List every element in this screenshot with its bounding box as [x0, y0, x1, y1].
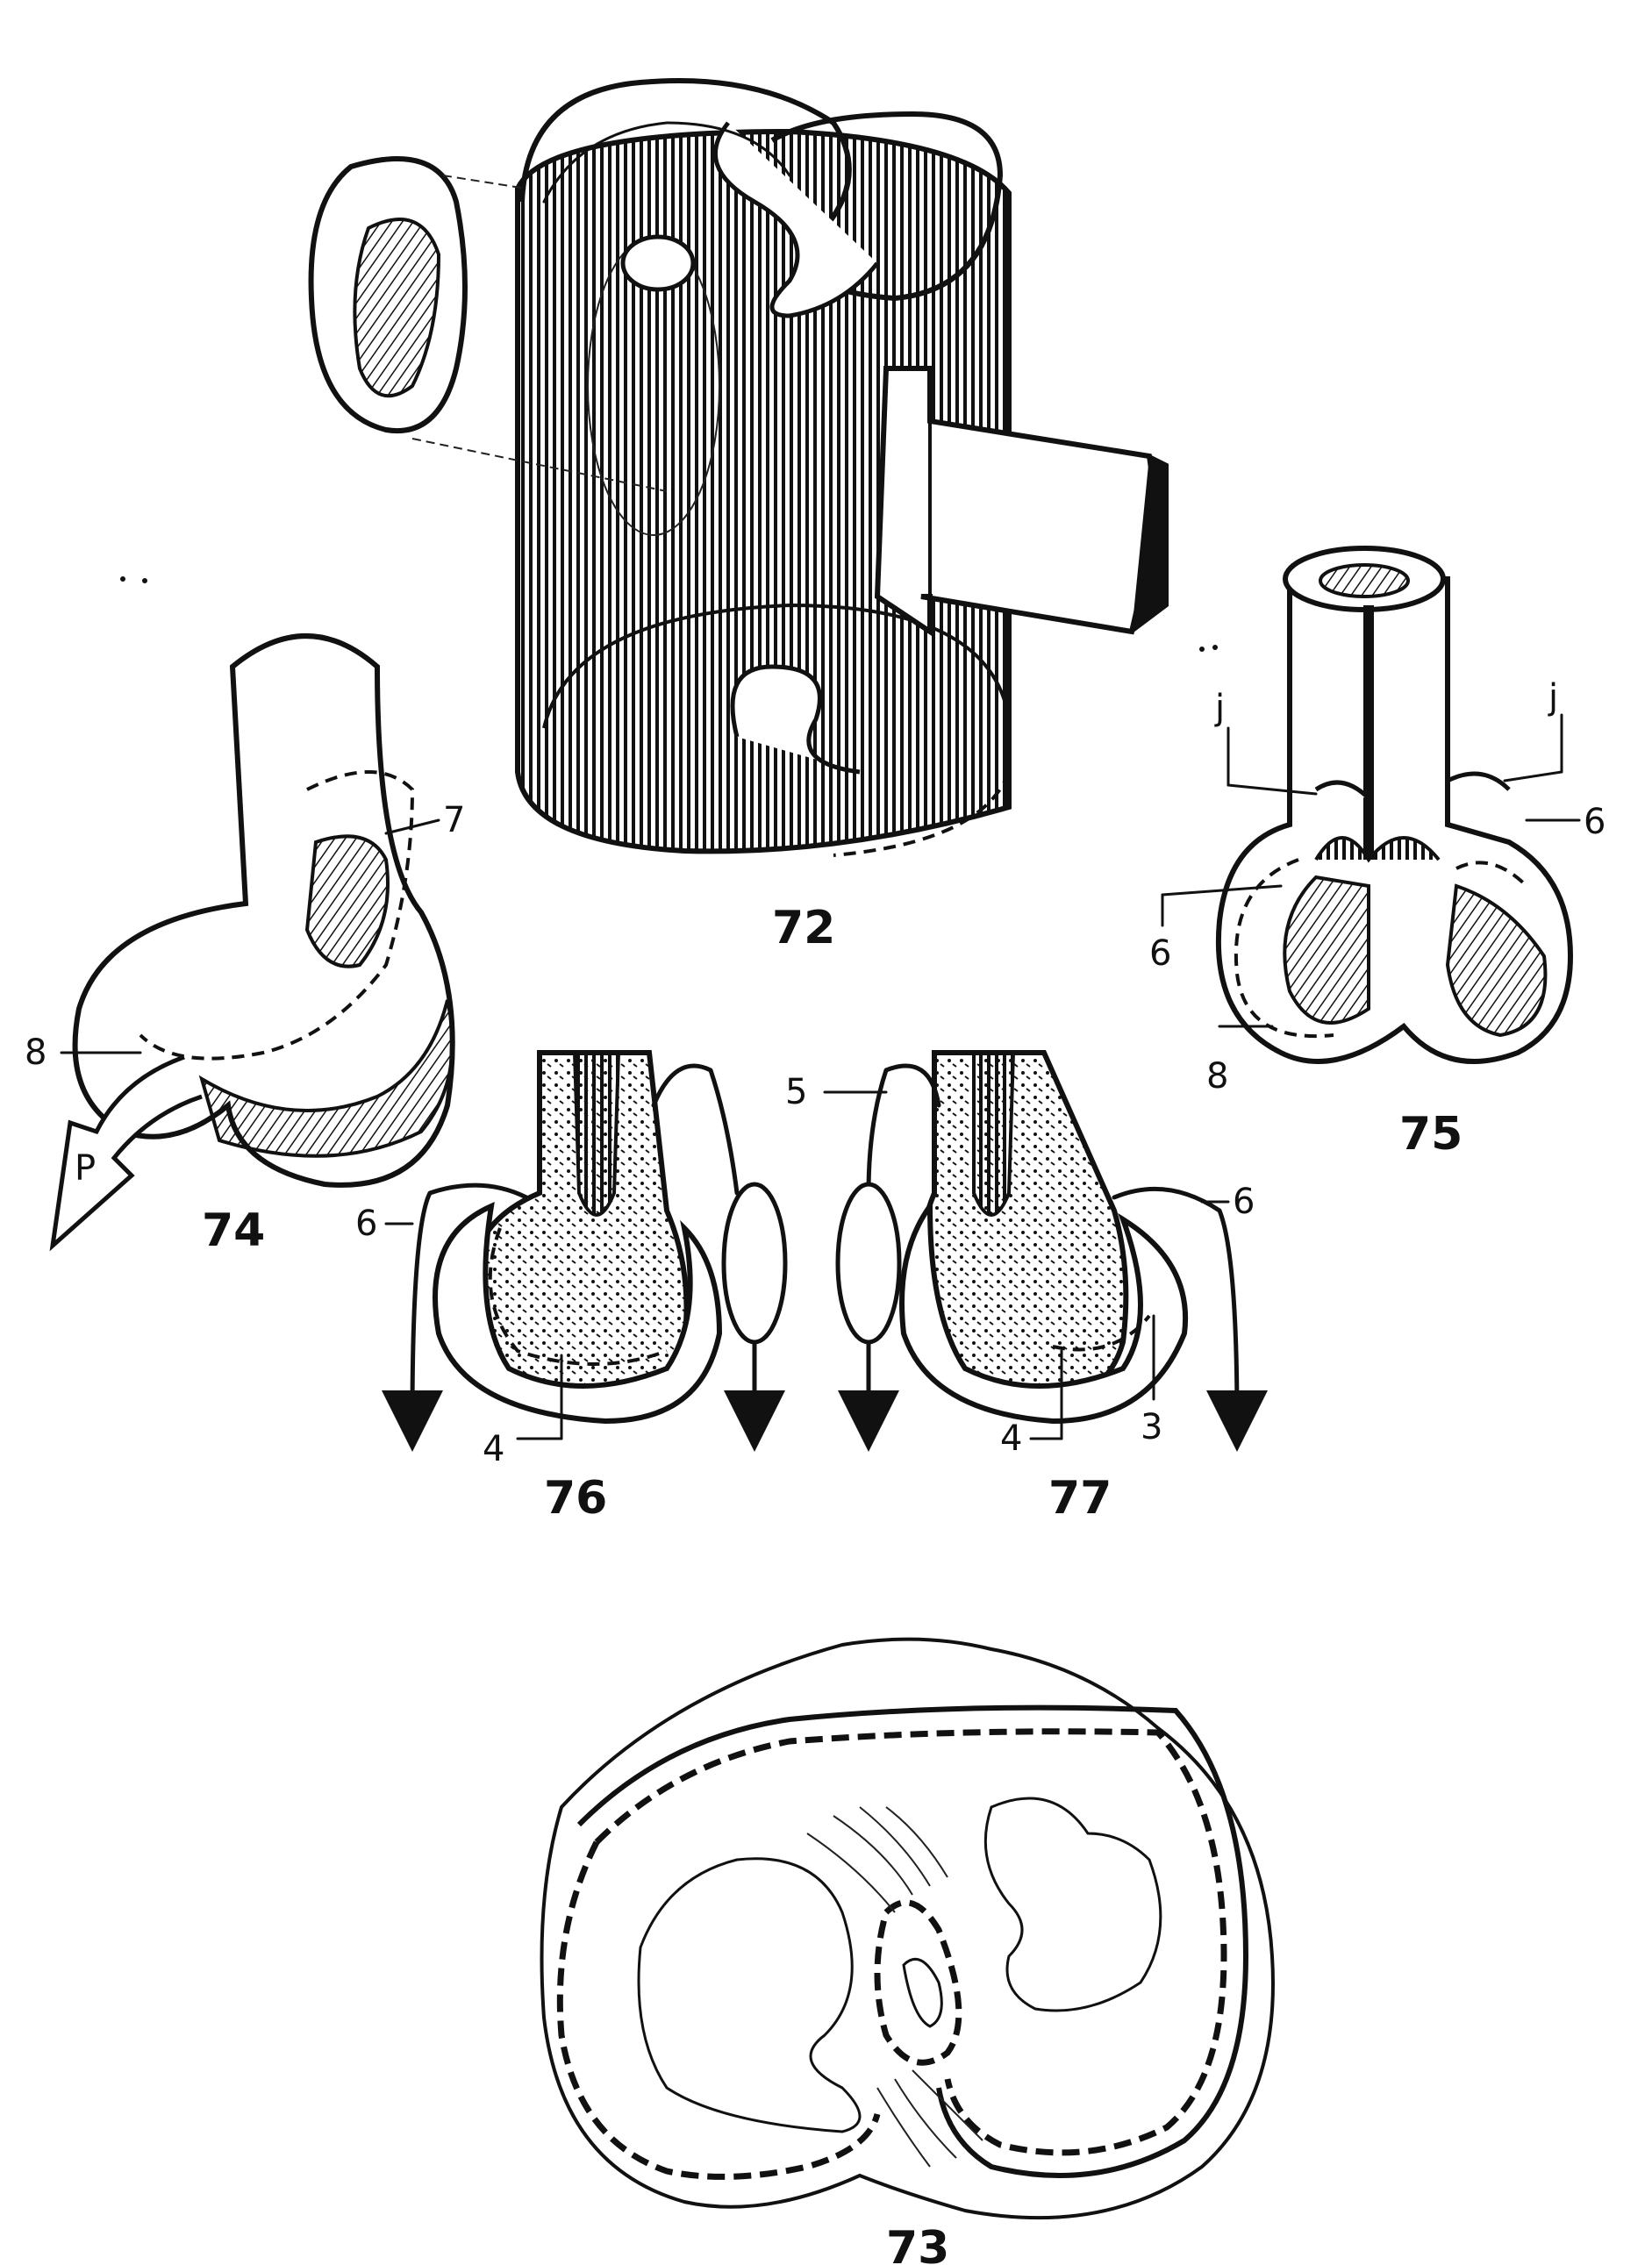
figure-number-77: 77 [1048, 1472, 1112, 1525]
label-5: 5 [785, 1072, 807, 1112]
label-6-fig76: 6 [355, 1204, 377, 1244]
medial-meniscus-rim [576, 1704, 1249, 2178]
label-8-fig74: 8 [25, 1032, 46, 1073]
meniscus-76 [433, 1202, 723, 1425]
label-4-fig77: 4 [1000, 1418, 1022, 1459]
figure-72-cylinder-model: 72 [308, 78, 1169, 954]
figure-74-condyle: P 7 8 74 [25, 633, 465, 1257]
figure-76-sagittal-section: 6 4 76 [355, 1050, 788, 1525]
figure-number-76: 76 [544, 1472, 607, 1525]
label-4-fig76: 4 [483, 1429, 504, 1469]
cylinder-bottom-opening [542, 603, 1011, 729]
arrow-p [49, 1054, 203, 1252]
label-j-right: j [1548, 677, 1558, 718]
meniscus-77 [899, 1197, 1189, 1425]
figure-77-sagittal-section: 5 6 4 3 77 [785, 1050, 1268, 1525]
figure-number-72: 72 [772, 902, 835, 954]
label-j-left: j [1214, 688, 1225, 728]
figure-75-posterior-condyles: j j 6 6 8 75 [1149, 546, 1606, 1161]
figure-number-73: 73 [886, 2222, 949, 2265]
scan-specks [120, 576, 1218, 652]
label-6-right: 6 [1584, 802, 1606, 842]
cylinder-body [515, 128, 1012, 854]
label-6-left: 6 [1149, 933, 1171, 974]
lateral-articular-surface [637, 1857, 862, 2133]
ligament-tab [874, 366, 1169, 637]
femur-shaft-74 [72, 633, 455, 1188]
medial-articular-surface [983, 1797, 1162, 2012]
s-fold-top [713, 121, 879, 318]
figure-number-75: 75 [1399, 1108, 1462, 1161]
label-8-fig75: 8 [1206, 1056, 1228, 1097]
label-p: P [75, 1148, 96, 1189]
detached-meniscus [308, 156, 668, 492]
label-3: 3 [1141, 1407, 1162, 1447]
label-6-fig77: 6 [1233, 1182, 1255, 1222]
label-7: 7 [443, 800, 465, 840]
figure-number-74: 74 [202, 1204, 265, 1257]
figure-73-tibial-plateau: 73 [540, 1637, 1275, 2265]
